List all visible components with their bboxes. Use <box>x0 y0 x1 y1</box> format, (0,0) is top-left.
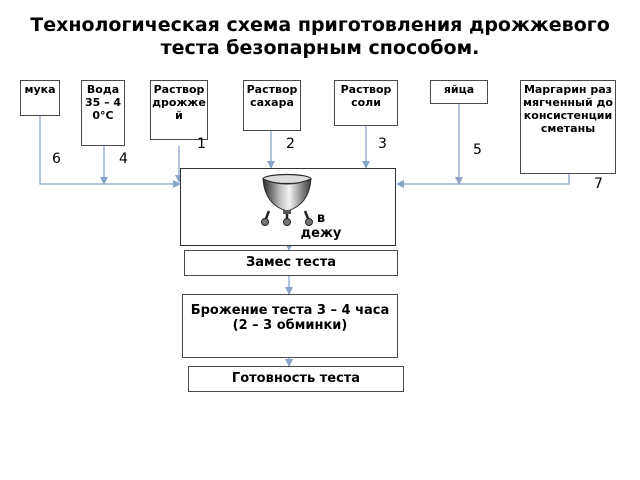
diagram-title: Технологическая схема приготовления дрож… <box>30 14 610 59</box>
number-eggs: 5 <box>473 142 482 158</box>
kneading-bowl-icon <box>261 173 313 226</box>
step-kneading: Замес теста <box>184 250 398 276</box>
number-sugar: 2 <box>286 136 295 152</box>
arrow-margarine <box>396 174 570 188</box>
ingredient-salt: Раствор соли <box>334 80 398 126</box>
vessel-box: в дежу <box>180 168 396 246</box>
ingredient-sugar: Раствор сахара <box>243 80 301 131</box>
ingredient-yeast: Раствор дрожжей <box>150 80 208 140</box>
number-margarine: 7 <box>594 176 603 192</box>
arrow-flour <box>39 116 181 188</box>
ingredient-flour: мука <box>20 80 60 116</box>
number-water: 4 <box>119 151 128 167</box>
number-salt: 3 <box>378 136 387 152</box>
step-readiness: Готовность теста <box>188 366 404 392</box>
number-flour: 6 <box>52 151 61 167</box>
number-yeast: 1 <box>197 136 206 152</box>
ingredient-water: Вода 35 – 40°С <box>81 80 125 146</box>
step-fermentation: Брожение теста 3 – 4 часа (2 – 3 обминки… <box>182 294 398 358</box>
ingredient-eggs: яйца <box>430 80 488 104</box>
ingredient-margarine: Маргарин размягченный до консистенции см… <box>520 80 616 174</box>
vessel-label: в дежу <box>300 211 342 241</box>
